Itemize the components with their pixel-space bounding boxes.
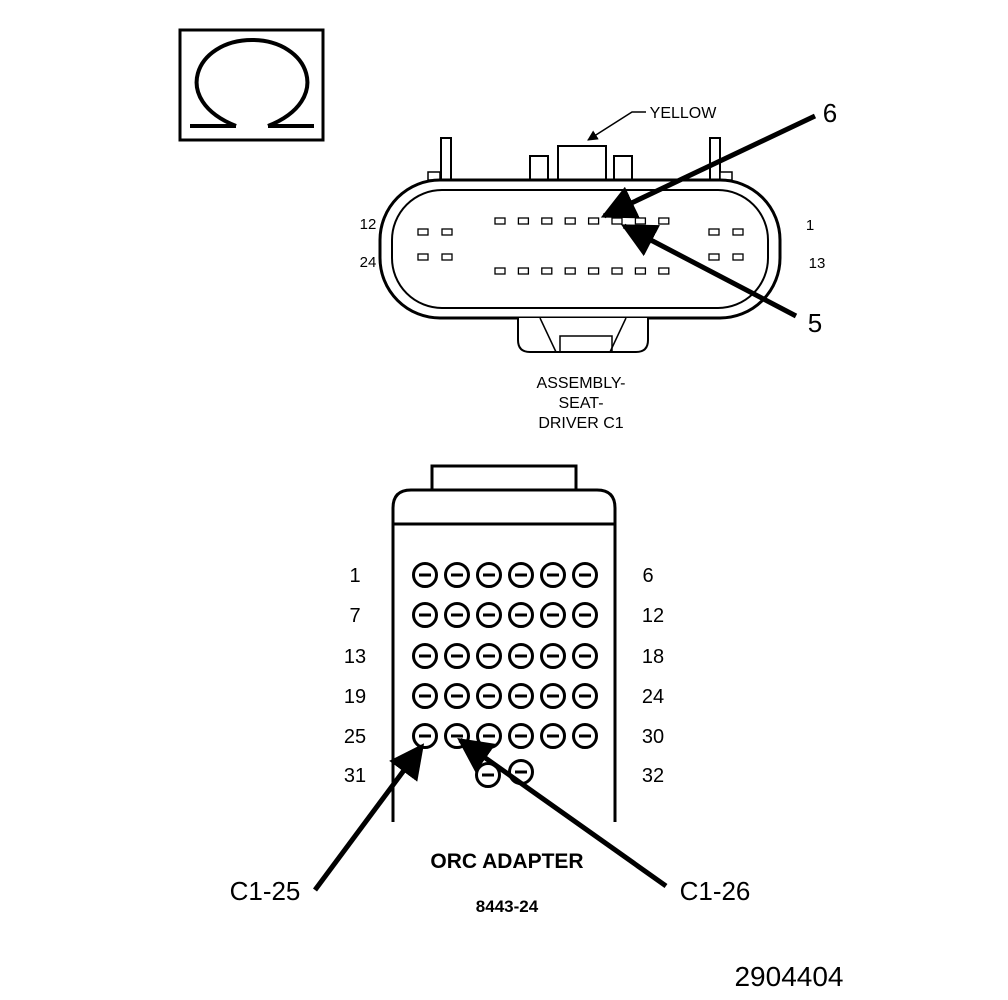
seat-connector	[378, 137, 782, 353]
row-label-25: 25	[344, 726, 366, 748]
connector-cavity	[441, 253, 453, 261]
row-label-19: 19	[344, 686, 366, 708]
connector-cavity	[658, 267, 670, 275]
connector-cavity	[732, 228, 744, 236]
connector-cavity	[708, 253, 720, 261]
pin-label-13: 13	[809, 255, 826, 272]
connector-cavity	[587, 217, 600, 225]
adapter-row-labels-right: 6 12 18 24 30 32	[642, 565, 664, 787]
orc-adapter	[391, 464, 617, 822]
connector-cavity	[494, 217, 506, 225]
connector-cavity	[517, 267, 530, 275]
figure-id: 2904404	[734, 961, 843, 992]
adapter-pin-grid	[412, 562, 598, 788]
connector-name-line-2: SEAT-	[558, 395, 603, 412]
row-label-32: 32	[642, 765, 664, 787]
row-label-12: 12	[642, 605, 664, 627]
connector-cavity	[541, 217, 553, 225]
connector-cavity	[494, 267, 506, 275]
row-label-24: 24	[642, 686, 664, 708]
connector-cavity	[541, 267, 553, 275]
callout-6: 6	[823, 98, 837, 128]
connector-cavity	[564, 217, 576, 225]
pin-label-12: 12	[360, 216, 377, 233]
row-label-30: 30	[642, 726, 664, 748]
row-label-6: 6	[642, 565, 653, 587]
connector-cavity	[732, 253, 744, 261]
connector-cavity	[517, 217, 530, 225]
adapter-row-labels-left: 1 7 13 19 25 31	[344, 565, 366, 787]
callout-5: 5	[808, 308, 822, 338]
connector-cavities	[417, 217, 744, 275]
row-label-13: 13	[344, 646, 366, 668]
adapter-part-number: 8443-24	[476, 897, 539, 916]
connector-cavity	[611, 267, 623, 275]
connector-cavity	[417, 228, 429, 236]
wire-color-leader	[587, 111, 646, 141]
callout-arrow-c1-26	[457, 737, 668, 889]
connector-cavity	[441, 228, 453, 236]
connector-cavity	[587, 267, 600, 275]
connector-name-line-3: DRIVER C1	[538, 415, 623, 432]
adapter-title: ORC ADAPTER	[430, 850, 583, 873]
pin-label-1: 1	[806, 217, 814, 234]
row-label-1: 1	[349, 565, 360, 587]
row-label-18: 18	[642, 646, 664, 668]
connector-cavity	[417, 253, 429, 261]
connector-cavity	[634, 217, 647, 225]
callout-c1-25: C1-25	[230, 876, 301, 906]
callout-arrow-5	[620, 223, 798, 319]
ohm-icon	[178, 28, 325, 142]
callout-arrow-6	[600, 113, 817, 219]
connector-cavity	[708, 228, 720, 236]
connector-cavity	[611, 217, 623, 225]
wire-color-label: YELLOW	[650, 105, 718, 122]
connector-cavity	[564, 267, 576, 275]
callout-arrow-c1-25	[312, 743, 425, 892]
connector-cavity	[658, 217, 670, 225]
row-label-7: 7	[349, 605, 360, 627]
callout-c1-26: C1-26	[680, 876, 751, 906]
connector-cavity	[634, 267, 647, 275]
connector-name-line-1: ASSEMBLY-	[537, 375, 626, 392]
row-label-31: 31	[344, 765, 366, 787]
pin-label-24: 24	[360, 254, 377, 271]
